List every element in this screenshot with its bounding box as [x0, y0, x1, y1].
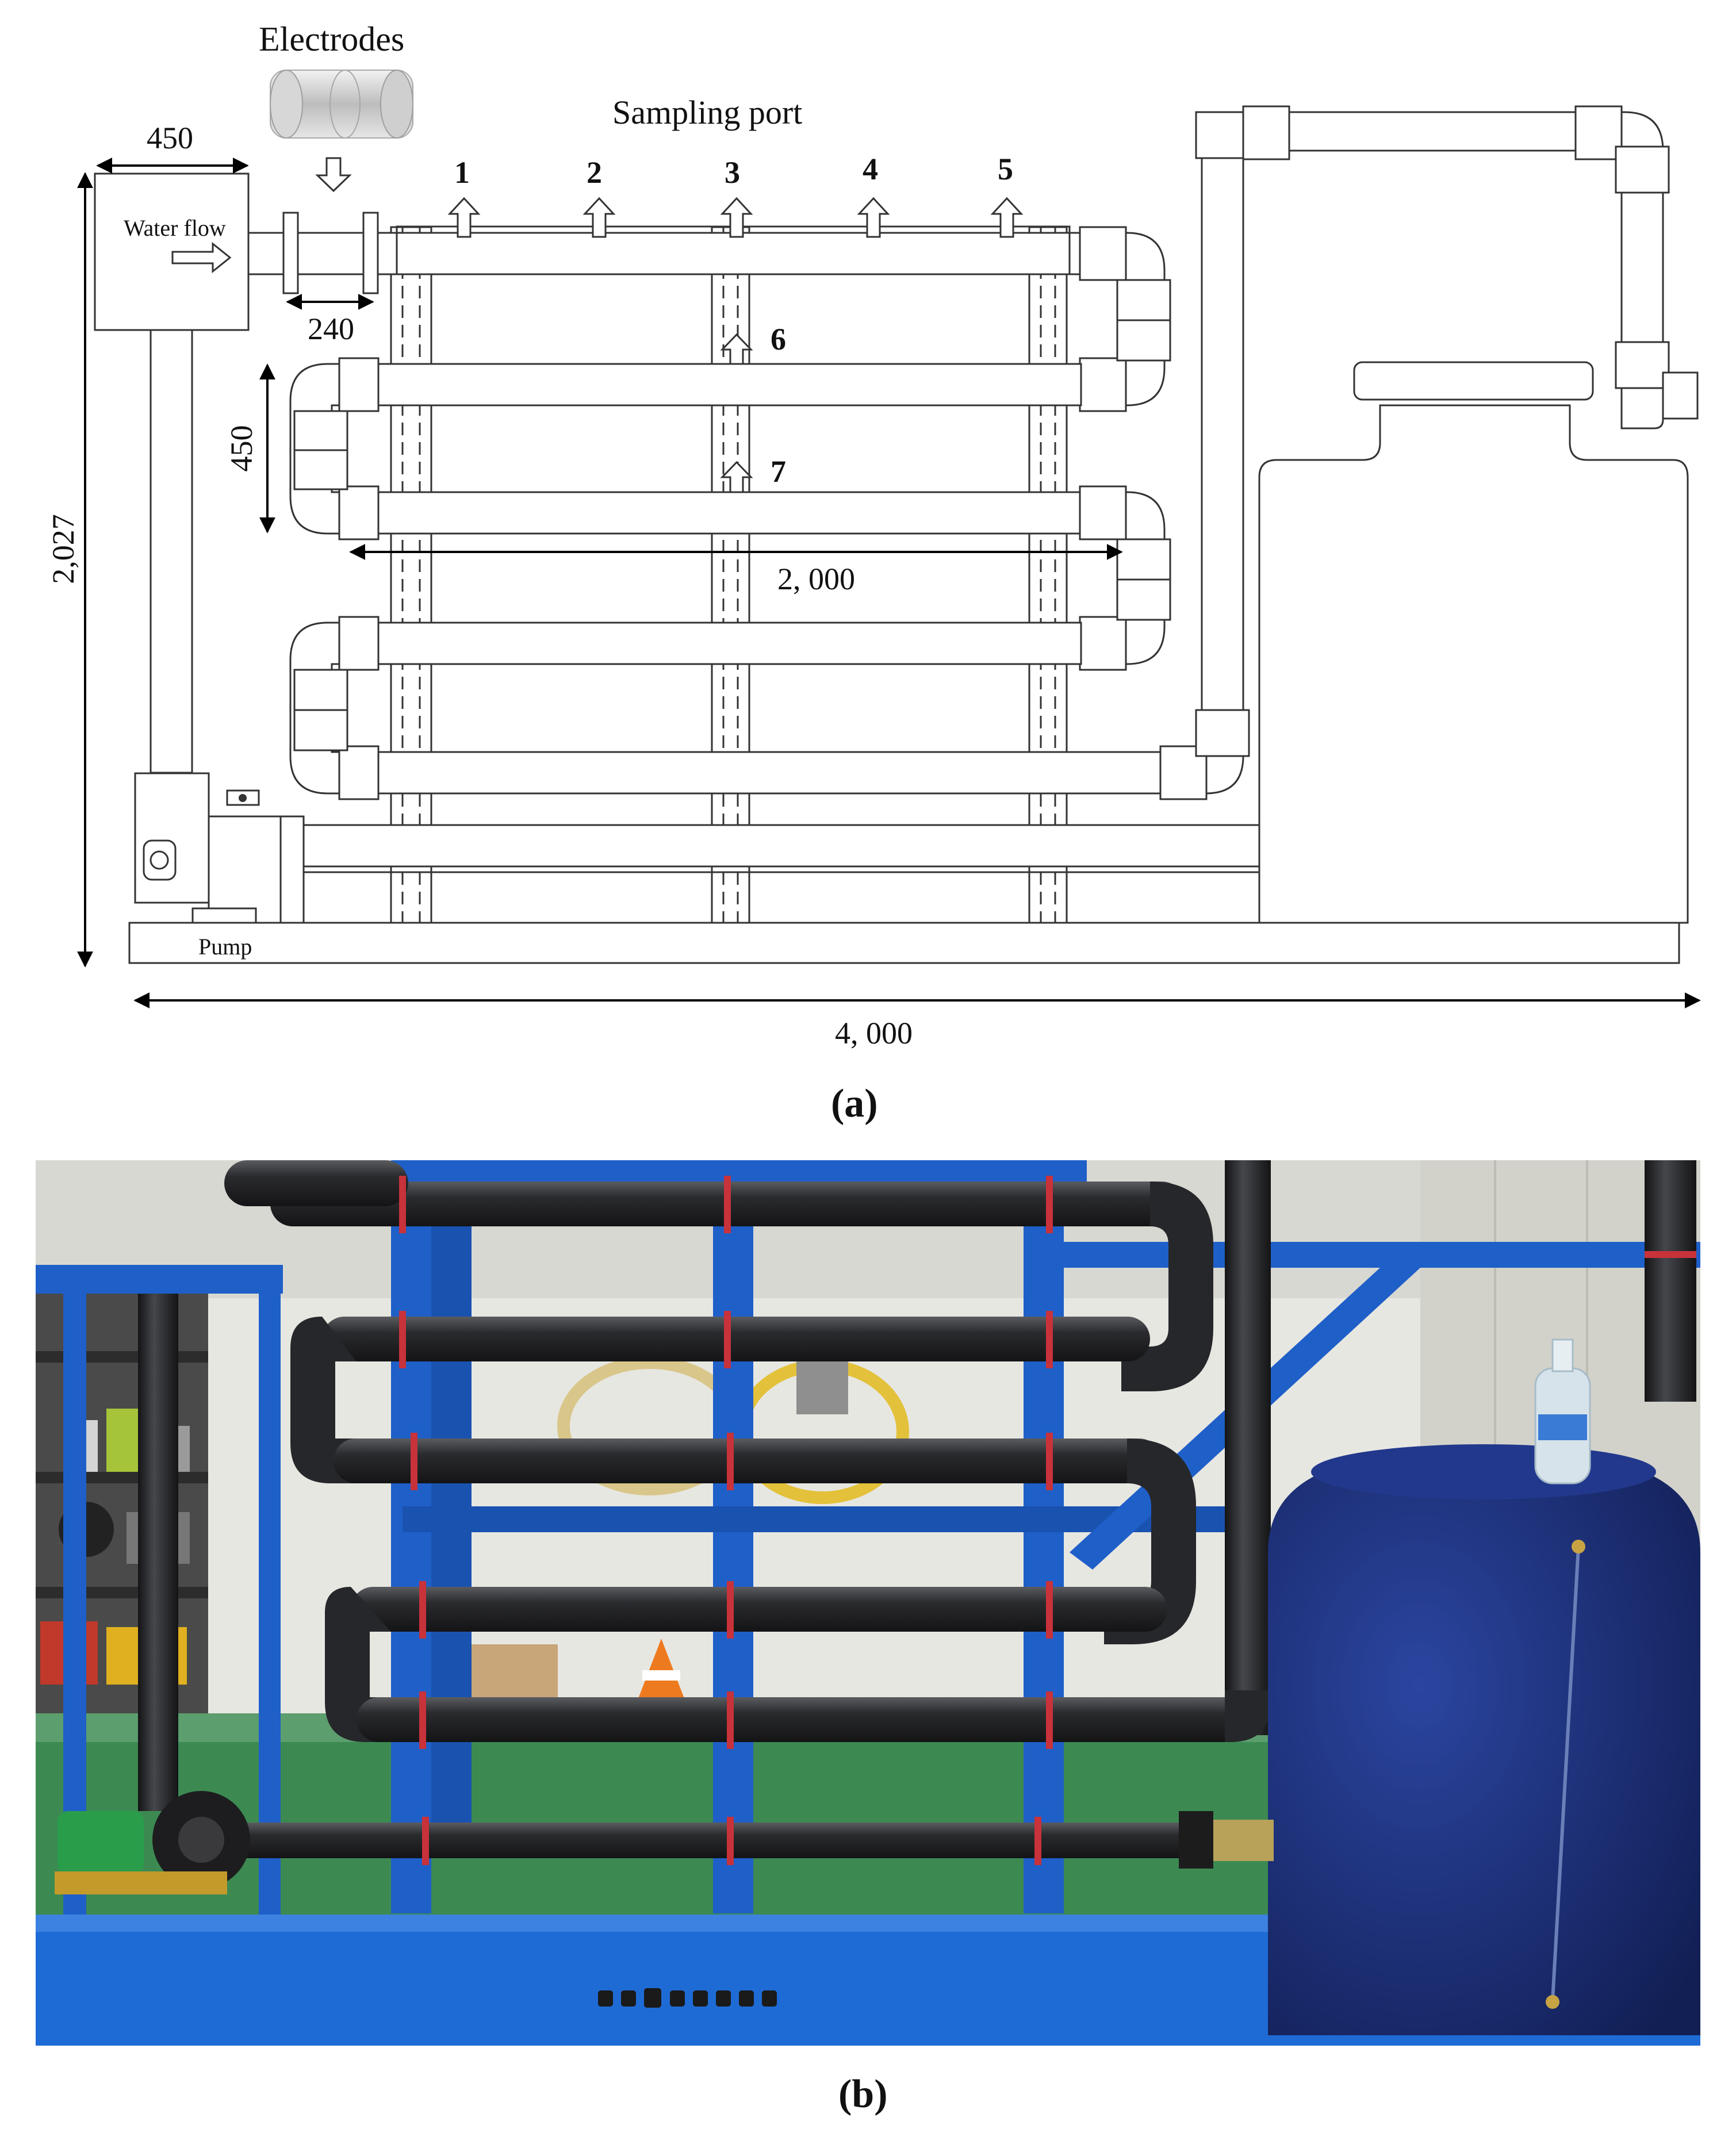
port-number-7: 7: [771, 454, 786, 489]
electrodes-arrow: [315, 157, 352, 193]
water-flow-arrow: [171, 241, 232, 274]
frame-columns: [390, 226, 1068, 924]
sampling-port-label: Sampling port: [612, 94, 802, 131]
pipe-row-5: [377, 751, 1173, 795]
left-bend-2: [289, 616, 380, 800]
dim-pipe-length: 2, 000: [777, 562, 855, 596]
right-bend-2: [1079, 485, 1171, 671]
dim-tank-width: 450: [147, 121, 193, 155]
vertical-feed-pipe: [150, 329, 193, 774]
left-bend-1: [289, 357, 380, 540]
port-number-3: 3: [725, 155, 740, 190]
pipe-row-4: [338, 622, 1082, 665]
pipe-row-2: [338, 363, 1082, 406]
photo-panel: [36, 1160, 1700, 2046]
dim-total-length: 4, 000: [835, 1016, 913, 1050]
photo-water-bottle: [1534, 1338, 1591, 1484]
electrodes-icon: [270, 70, 413, 139]
photo-serpentine-pipes: [138, 1160, 1696, 1858]
pipe-row-3: [377, 491, 1081, 535]
pump-label: Pump: [198, 934, 252, 960]
dim-pipe-spacing: 450: [224, 425, 259, 472]
photo-small-fittings: [598, 1988, 777, 2008]
dim-electrode-spacing: 240: [308, 312, 354, 346]
base-plate: [128, 922, 1680, 964]
pipe-row-1: [396, 232, 1071, 275]
pump: [134, 772, 305, 924]
right-bend-1: [1068, 226, 1171, 412]
photo-shelving: [36, 1265, 208, 1713]
caption-a: (a): [831, 1081, 878, 1126]
port-number-4: 4: [863, 152, 878, 186]
pump-outlet-pipe: [302, 824, 1260, 868]
electrodes-label: Electrodes: [259, 20, 404, 58]
port-number-1: 1: [454, 155, 470, 190]
dim-total-height: 2,027: [46, 514, 81, 584]
port-number-6: 6: [771, 322, 786, 356]
caption-b: (b): [838, 2072, 888, 2116]
schematic-panel: Water flow Electrodes Sampling port 1 2 …: [46, 20, 1701, 1050]
port-number-2: 2: [587, 155, 602, 190]
return-riser: [1159, 105, 1699, 800]
photo-pump: [55, 1791, 250, 1894]
electrode-flange-2: [362, 212, 379, 294]
storage-tank: [1258, 361, 1689, 924]
electrode-flange-1: [282, 212, 299, 294]
sampling-port-arrows: [447, 197, 1024, 500]
photo-red-clamps: [399, 1176, 1696, 1865]
water-flow-label: Water flow: [124, 215, 226, 241]
dimension-lines: [77, 158, 1701, 1008]
port-number-5: 5: [998, 152, 1013, 186]
